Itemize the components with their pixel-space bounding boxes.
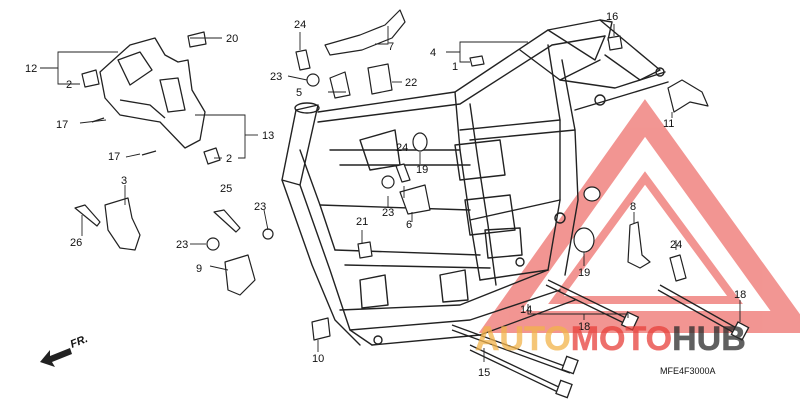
part-8-bracket [627,221,651,269]
callout-2a: 2 [66,79,72,91]
front-label: FR. [69,333,90,351]
part-14-bolt [451,324,571,369]
frame-body [281,19,669,346]
watermark-brand-hub: HUB [672,320,746,358]
part-18-bolt-a [547,279,631,321]
long-bolts [451,279,750,399]
callout-18-center: 18 [578,321,590,333]
callout-21: 21 [356,216,368,228]
callout-25: 25 [220,183,232,195]
part-2-clip-lower [203,147,221,165]
callout-20: 20 [226,33,238,45]
part-19-grommet [583,186,601,202]
part-21-clip [357,241,373,259]
callout-8: 8 [630,201,636,213]
part-25-bolt [213,209,241,233]
callout-5: 5 [296,87,302,99]
svg-text:AUTOMOTOHUB: AUTOMOTOHUB [475,320,746,358]
part-2-clip-upper [81,69,100,88]
callout-15: 15 [478,367,490,379]
callout-24-mid: 24 [396,142,408,154]
part-6-bracket [399,184,431,215]
callout-9: 9 [196,263,202,275]
callout-14: 14 [520,304,532,316]
front-direction-indicator: FR. [40,333,90,367]
part-9-bracket [224,254,256,296]
callout-4: 4 [430,47,436,59]
part-18-bolt-b [659,284,741,331]
part-10-spacer [311,317,331,341]
part-20-cap [187,31,207,48]
small-parts [74,9,709,341]
watermark-brand-auto: AUTO [475,320,571,358]
part-26-bolt [74,204,101,227]
callout-17a: 17 [56,119,68,131]
part-23-nut-a [306,73,320,87]
callout-18-right: 18 [734,289,746,301]
part-11-bracket [667,79,709,113]
part-17-screw-lower [141,150,157,156]
callout-12: 12 [25,63,37,75]
callout-2b: 2 [226,153,232,165]
callout-11: 11 [663,118,674,130]
side-cover [99,37,206,149]
callout-19-mid: 19 [416,164,428,176]
part-1-collar [469,55,485,67]
watermark-brand-moto: MOTO [571,320,672,358]
part-23-nut-c [381,175,395,189]
callout-17b: 17 [108,151,120,163]
callout-13: 13 [262,130,274,142]
part-23-nut-d [262,228,274,240]
part-16-bolt [607,35,623,51]
part-19-bushing-upper [412,132,428,152]
callout-7: 7 [388,41,394,53]
callout-16: 16 [606,11,618,23]
part-15-bolt [469,344,566,391]
callout-26: 26 [70,237,82,249]
part-5-mount [329,71,351,99]
callout-24-right: 24 [670,239,682,251]
callout-3: 3 [121,175,127,187]
watermark-triangle [478,99,800,333]
callout-23-left: 23 [176,239,188,251]
part-24-bolt-c [669,254,687,282]
callout-23-mid: 23 [254,201,266,213]
callout-23-center: 23 [382,207,394,219]
part-23-nut-b [206,237,220,251]
part-7-bracket [324,9,406,56]
callout-22: 22 [405,77,417,89]
callout-1: 1 [452,61,458,73]
leader-lines [40,24,741,362]
callout-6: 6 [406,219,412,231]
drawing-code: MFE4F3000A [660,366,716,376]
watermark-logo: AUTOMOTOHUB [475,320,746,359]
callouts: 12 2 20 17 13 17 2 3 25 26 23 23 9 24 7 … [25,11,746,379]
callout-23-top: 23 [270,71,282,83]
part-19-bushing-lower [573,227,595,253]
callout-10: 10 [312,353,324,365]
part-24-bolt-a [295,49,311,71]
front-arrow-icon [40,348,72,367]
callout-24-top: 24 [294,19,306,31]
callout-19-right: 19 [578,267,590,279]
part-22-clamp [367,63,393,95]
part-24-bolt-b [395,163,411,183]
part-3-bracket [104,197,141,251]
